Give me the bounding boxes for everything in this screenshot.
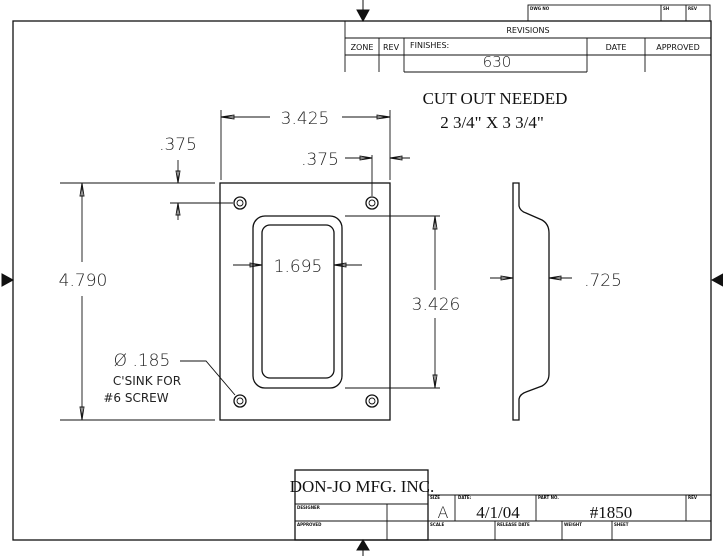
date-label: DATE: — [458, 495, 472, 500]
revisions-block: REVISIONS ZONE REV FINISHES: DATE APPROV… — [344, 21, 711, 73]
screw-hole — [365, 394, 379, 408]
dim-hole-inset-x: .375 — [301, 150, 339, 170]
tb-rev-label: REV — [688, 495, 698, 500]
rev-label: REV — [688, 6, 698, 11]
weight-label: WEIGHT — [564, 522, 582, 527]
size-value: A — [438, 503, 449, 522]
company-name: DON-JO MFG. INC. — [290, 477, 435, 496]
finishes-header: FINISHES: — [410, 41, 449, 50]
rev-header: REV — [383, 43, 400, 52]
dwg-no-label: DWG NO — [530, 6, 550, 11]
dim-width: 3.425 — [281, 109, 330, 129]
dim-hole-inset-y: .375 — [159, 135, 197, 155]
part-no-label: PART NO. — [538, 495, 559, 500]
cutout-note-line1: CUT OUT NEEDED — [423, 89, 568, 108]
hole-note-line2: #6 SCREW — [103, 391, 168, 405]
dim-recess-width: 1.695 — [274, 257, 323, 277]
screw-hole — [233, 196, 247, 210]
finish-value: 630 — [483, 53, 512, 71]
approved-label: APPROVED — [297, 522, 322, 527]
dwg-no-block: DWG NO SH REV — [527, 4, 711, 22]
dim-recess-height: 3.426 — [412, 295, 461, 315]
hole-note-line1: C'SINK FOR — [113, 374, 181, 388]
front-view — [219, 182, 391, 421]
date-header: DATE — [606, 43, 627, 52]
sh-label: SH — [663, 6, 669, 11]
part-no-value: #1850 — [590, 503, 633, 522]
date-value: 4/1/04 — [476, 503, 520, 522]
title-block: DON-JO MFG. INC. DESIGNER APPROVED SIZE … — [290, 469, 711, 541]
revisions-title: REVISIONS — [506, 26, 549, 35]
screw-hole — [233, 394, 247, 408]
zone-header: ZONE — [351, 43, 374, 52]
scale-label: SCALE — [430, 522, 444, 527]
dimension-lines — [60, 110, 572, 421]
size-label: SIZE — [430, 495, 440, 500]
screw-hole — [365, 196, 379, 210]
designer-label: DESIGNER — [297, 505, 320, 510]
sheet-label: SHEET — [614, 522, 629, 527]
dim-hole-diameter: Ø .185 — [114, 351, 171, 371]
approved-header: APPROVED — [656, 43, 700, 52]
side-view — [512, 182, 550, 421]
dim-depth: .725 — [584, 271, 622, 291]
dim-height: 4.790 — [59, 271, 108, 291]
cutout-note-line2: 2 3/4" X 3 3/4" — [440, 113, 544, 132]
release-date-label: RELEASE DATE — [497, 522, 530, 527]
